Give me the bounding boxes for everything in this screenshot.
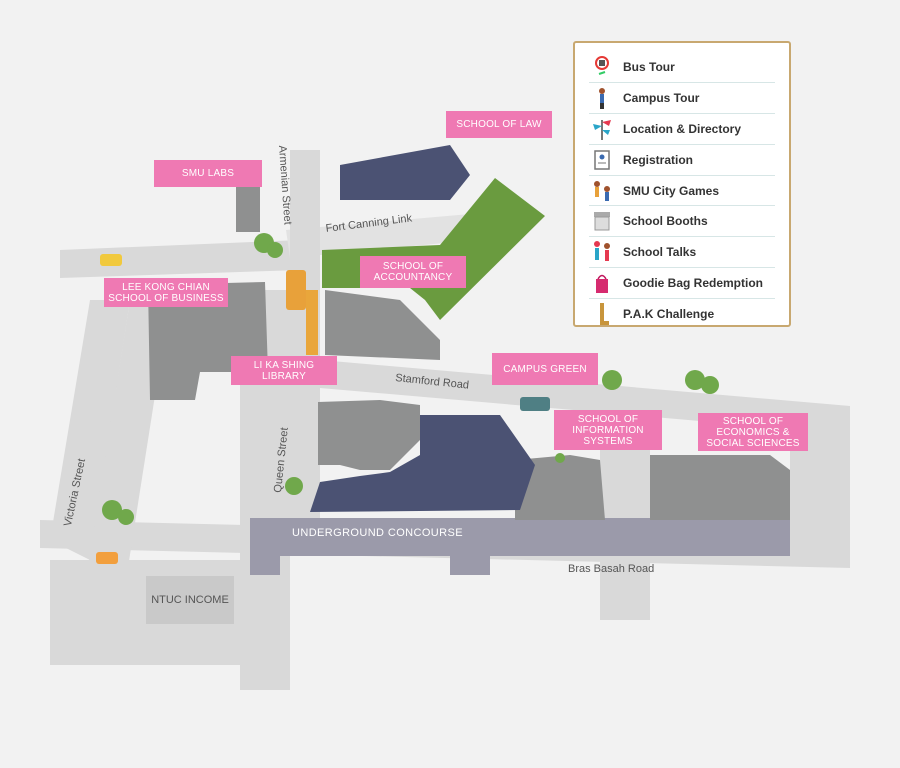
legend-item-campus-tour: Campus Tour [589,83,775,114]
legend-label: School Talks [623,245,697,260]
legend-item-city-games: SMU City Games [589,176,775,207]
legend-item-bus-tour: Bus Tour [589,52,775,83]
city-games-icon [594,180,610,201]
concourse-extension-2 [450,556,490,575]
lee-kong-chian-tag[interactable]: LEE KONG CHIAN SCHOOL OF BUSINESS [104,278,228,307]
school-of-accountancy-tag[interactable]: SCHOOL OF ACCOUNTANCY [360,256,466,288]
legend-label: SMU City Games [623,183,720,198]
legend-item-location-directory: Location & Directory [589,114,775,145]
bras-basah-road-label: Bras Basah Road [568,563,655,575]
legend-label: Goodie Bag Redemption [623,276,764,291]
school-of-law-area [340,145,470,200]
goodie-bag-icon [596,274,608,294]
legend-label: School Booths [623,214,708,229]
campus-tour-icon [599,87,605,109]
smu-labs-tag[interactable]: SMU LABS [154,160,262,187]
li-ka-shing-tag[interactable]: LI KA SHING LIBRARY [231,356,337,385]
walkway [306,290,318,355]
school-booth-icon [594,212,610,231]
pak-challenge-icon [600,303,609,326]
school-talks-icon [594,241,610,262]
registration-icon [594,149,610,170]
bus-tour-icon [595,55,609,75]
ntuc-income-building[interactable]: NTUC INCOME [146,576,234,624]
underground-concourse [250,518,790,556]
concourse-extension [250,556,280,575]
legend-label: Registration [623,152,694,167]
legend-item-goodie-bag: Goodie Bag Redemption [589,268,775,300]
underground-concourse-label: UNDERGROUND CONCOURSE [292,527,463,539]
legend-item-pak-challenge: P.A.K Challenge [589,299,775,329]
school-of-law-tag[interactable]: SCHOOL OF LAW [446,111,552,138]
vehicles [96,254,550,564]
legend-label: Bus Tour [623,59,675,74]
trees [102,233,719,525]
legend-label: P.A.K Challenge [623,307,715,322]
map-legend: Bus Tour Campus Tour Location & Director… [573,41,791,327]
school-of-economics-tag[interactable]: SCHOOL OF ECONOMICS & SOCIAL SCIENCES [698,413,808,451]
legend-item-school-booths: School Booths [589,206,775,238]
school-of-information-systems-tag[interactable]: SCHOOL OF INFORMATION SYSTEMS [554,410,662,450]
legend-item-school-talks: School Talks [589,237,775,269]
legend-label: Location & Directory [623,121,742,136]
legend-item-registration: Registration [589,145,775,176]
campus-green-tag[interactable]: CAMPUS GREEN [492,353,598,385]
location-directory-icon [593,119,611,140]
legend-label: Campus Tour [623,90,700,105]
campus-green-plaza [310,415,535,512]
